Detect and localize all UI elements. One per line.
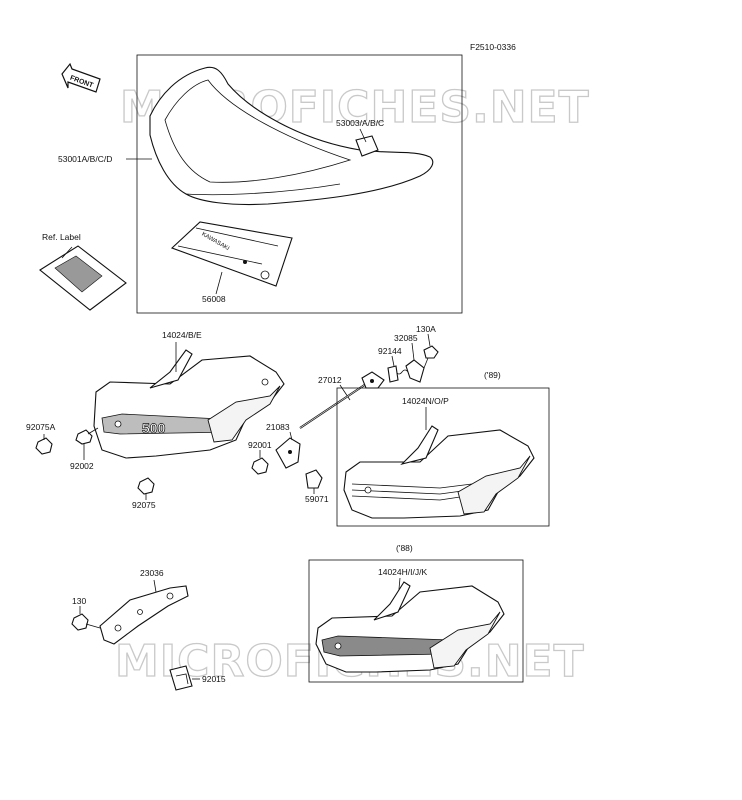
front-arrow-icon: FRONT bbox=[61, 62, 101, 93]
label-130: 130 bbox=[72, 596, 86, 606]
side-cover-left-part: 500 bbox=[93, 349, 285, 459]
label-seat: 53001A/B/C/D bbox=[58, 154, 112, 164]
grommet-92075-part bbox=[137, 477, 155, 495]
side-cover-89-part bbox=[343, 425, 535, 519]
rod-27012-part bbox=[299, 371, 385, 429]
seat-group-frame bbox=[136, 54, 463, 314]
panel-89-frame bbox=[336, 387, 550, 527]
panel-88-frame bbox=[308, 559, 524, 683]
label-seat-cover: 53003/A/B/C bbox=[336, 118, 384, 128]
bolt-130a-part bbox=[423, 345, 439, 369]
bolt-92002-part bbox=[75, 427, 99, 445]
nut-92001-part bbox=[251, 457, 269, 475]
holder-32085-part bbox=[405, 359, 425, 383]
label-bracket: 23036 bbox=[140, 568, 164, 578]
label-92001: 92001 bbox=[248, 440, 272, 450]
ref-label-part bbox=[39, 245, 127, 311]
label-side-cover-left: 14024/B/E bbox=[162, 330, 202, 340]
ref-label-caption: Ref. Label bbox=[42, 232, 81, 242]
label-side-cover-88: 14024H/I/J/K bbox=[378, 567, 427, 577]
damper-59071-part bbox=[305, 469, 323, 489]
panel-89-caption: ('89) bbox=[484, 370, 501, 380]
label-92144: 92144 bbox=[378, 346, 402, 356]
label-tool-bag: 56008 bbox=[202, 294, 226, 304]
label-92075a: 92075A bbox=[26, 422, 56, 432]
seat-part bbox=[149, 66, 434, 206]
label-rod: 27012 bbox=[318, 375, 342, 385]
tool-bag-part: KAWASAKI bbox=[170, 221, 293, 287]
label-130a: 130A bbox=[416, 324, 436, 334]
decal-500: 500 bbox=[142, 420, 166, 436]
label-side-cover-89: 14024N/O/P bbox=[402, 396, 449, 406]
label-32085: 32085 bbox=[394, 333, 418, 343]
label-92002: 92002 bbox=[70, 461, 94, 471]
label-92015: 92015 bbox=[202, 674, 226, 684]
label-59071: 59071 bbox=[305, 494, 329, 504]
clip-92015-part bbox=[169, 665, 193, 691]
grommet-92075a-part bbox=[35, 437, 53, 455]
bracket-21083-part bbox=[275, 437, 301, 469]
panel-88-caption: ('88) bbox=[396, 543, 413, 553]
side-cover-88-part bbox=[315, 581, 505, 673]
figure-code: F2510-0336 bbox=[470, 42, 516, 52]
label-92075: 92075 bbox=[132, 500, 156, 510]
label-21083: 21083 bbox=[266, 422, 290, 432]
bracket-23036-part bbox=[99, 585, 189, 645]
spring-92144-part bbox=[387, 365, 409, 383]
bolt-130-part bbox=[71, 613, 101, 631]
